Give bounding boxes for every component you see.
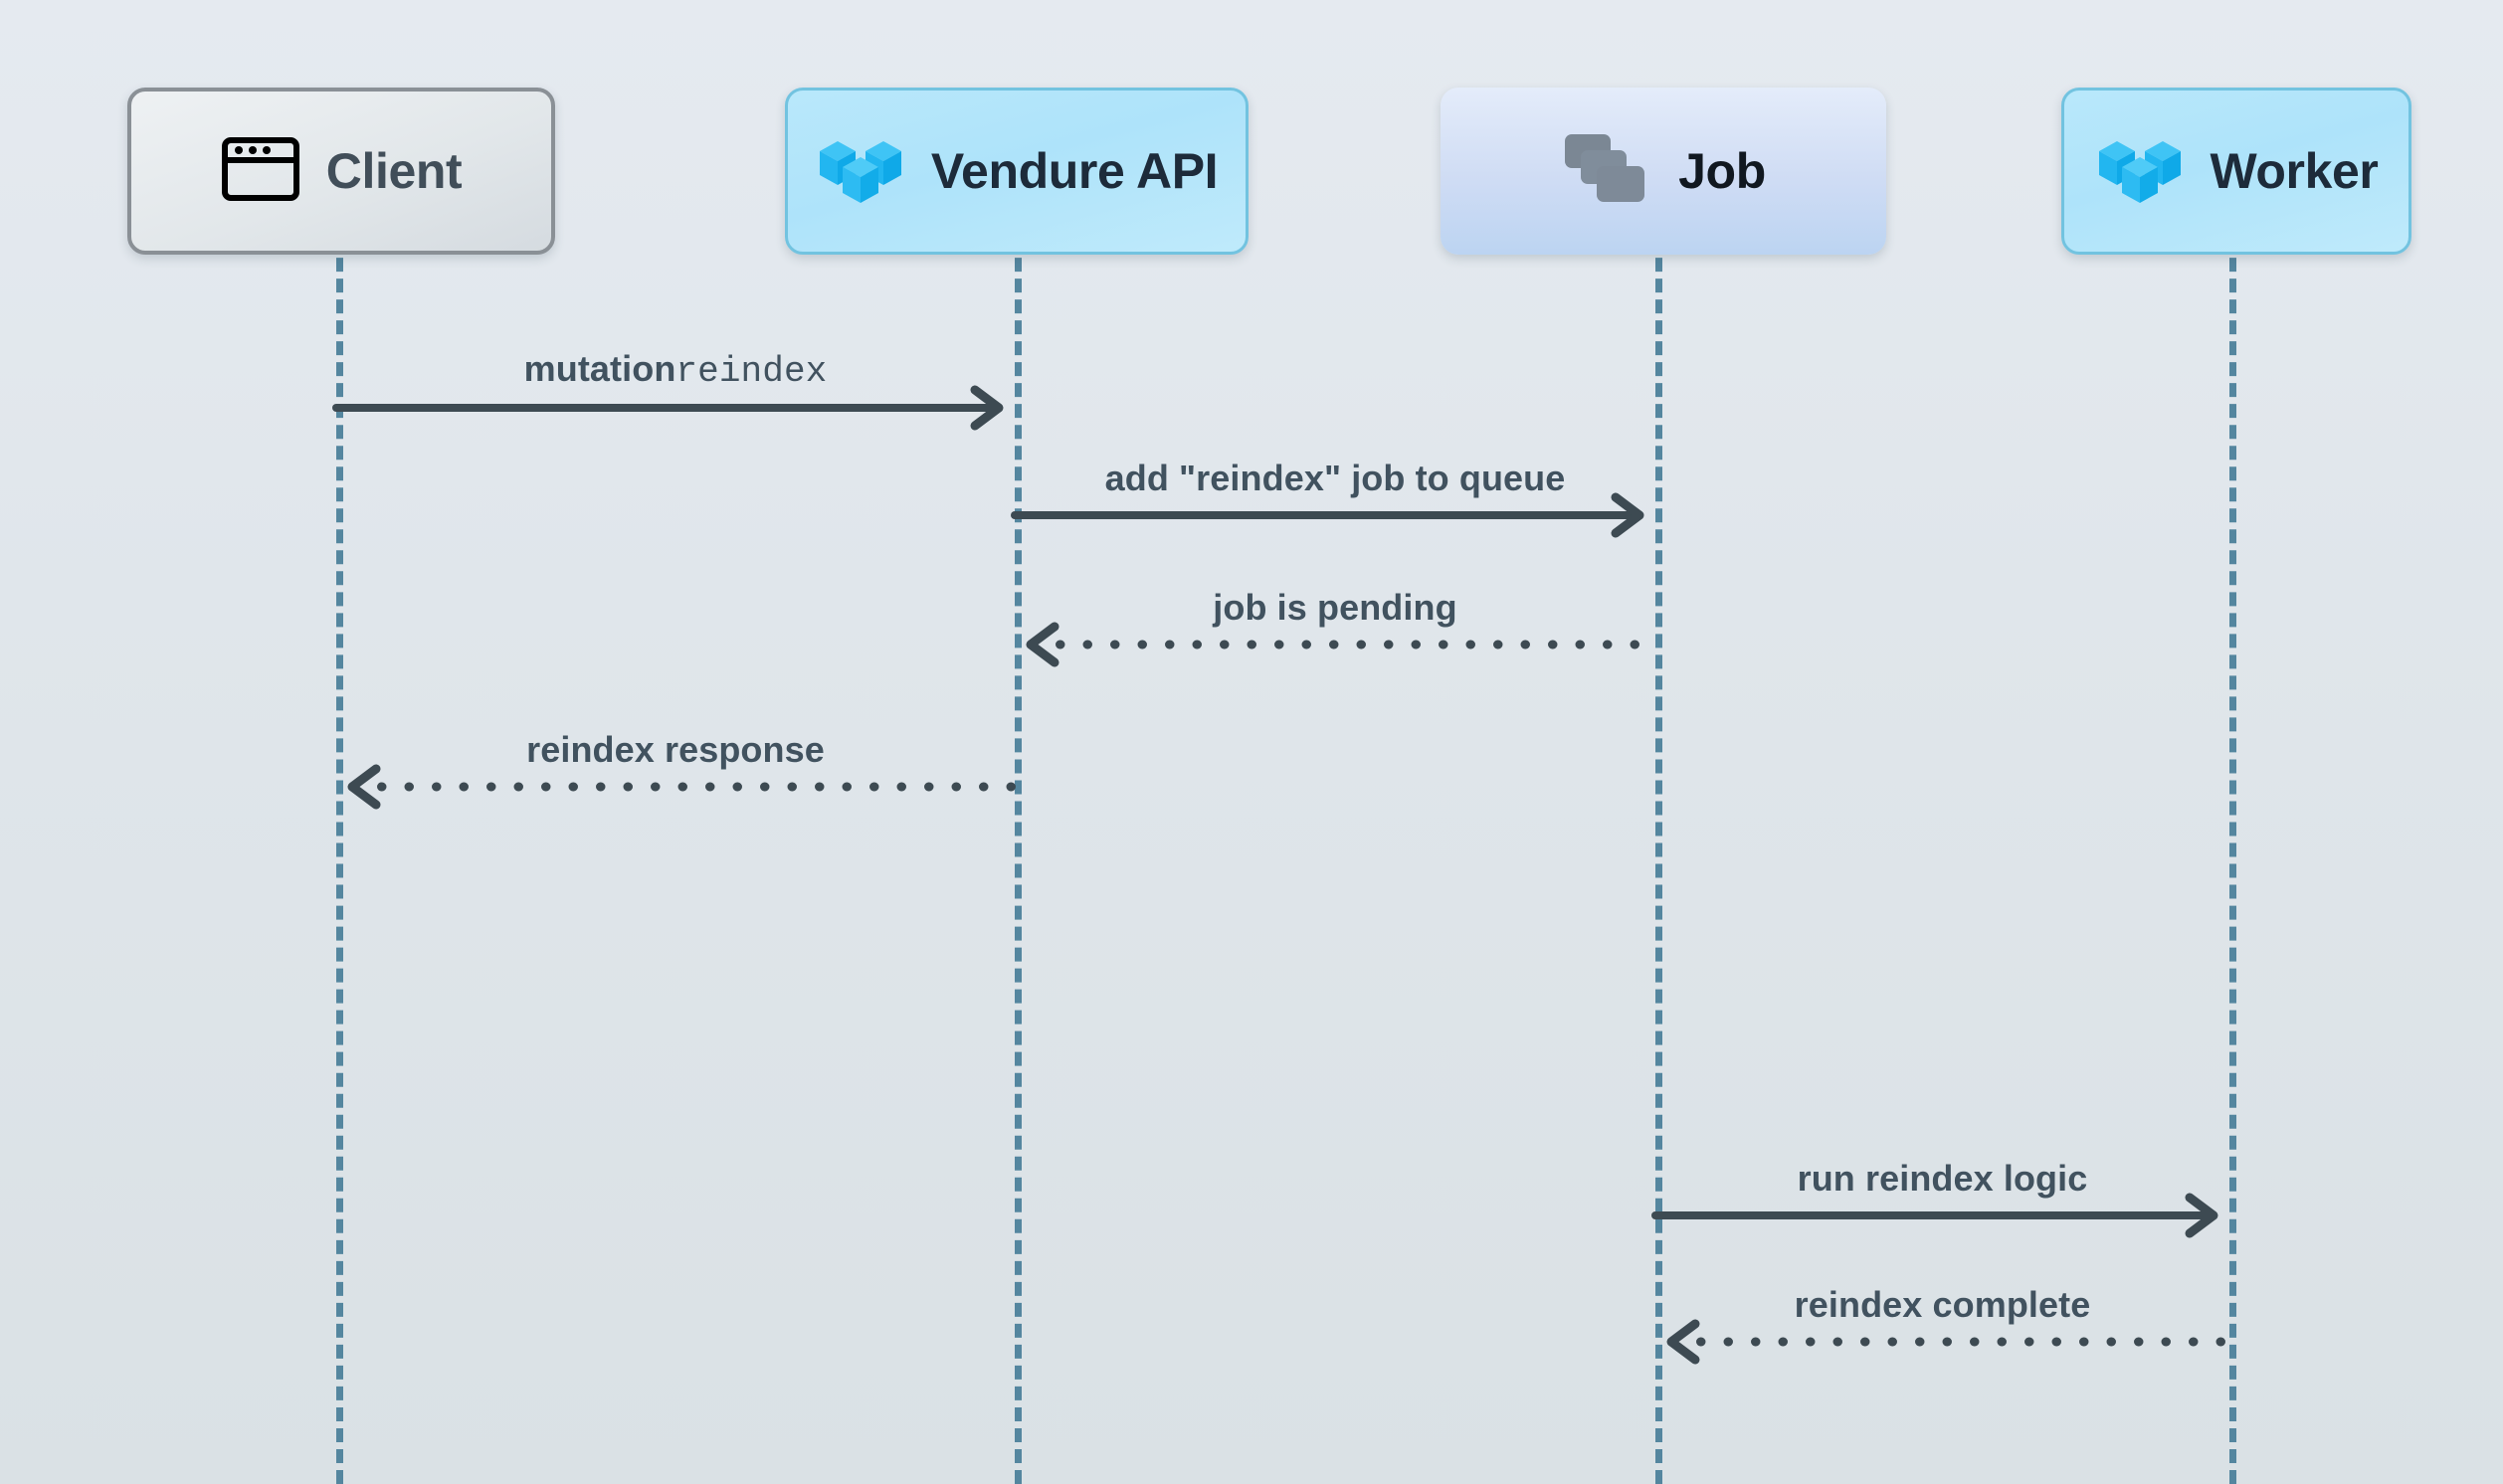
arrow-dotted-left [347,764,1020,810]
lifeline-job [1655,174,1662,1484]
lifeline-vendure-api [1015,174,1022,1484]
participant-label-client: Client [325,143,463,199]
arrow-dotted-left [1666,1319,2234,1365]
vendure-cubes-icon [816,129,905,214]
message-label-mutation-reindex: mutationreindex [336,348,1015,392]
participant-label-worker: Worker [2210,143,2379,199]
participant-job[interactable]: Job [1441,88,1886,255]
arrow-solid-right [1651,1193,2218,1238]
message-label-job-is-pending: job is pending [1213,587,1457,628]
participant-vendure-api[interactable]: Vendure API [785,88,1249,255]
arrow-dotted-left [1026,622,1660,667]
browser-window-icon [221,134,300,209]
participant-label-job: Job [1678,143,1766,199]
stacked-cards-icon [1561,130,1652,213]
participant-client[interactable]: Client [127,88,555,255]
message-label-run-reindex-logic: run reindex logic [1797,1158,2088,1199]
arrow-solid-right [1011,492,1644,538]
message-label-reindex-response: reindex response [526,729,825,770]
message-label-text: mutation [523,348,676,389]
arrow-solid-right [332,385,1004,431]
message-label-add-reindex-job-to-queue: add "reindex" job to queue [1104,458,1566,498]
vendure-cubes-icon [2095,129,2185,214]
lifeline-client [336,174,343,1484]
lifeline-worker [2229,174,2236,1484]
message-label-mono: reindex [675,351,828,392]
participant-worker[interactable]: Worker [2061,88,2411,255]
message-label-reindex-complete: reindex complete [1794,1284,2091,1325]
participant-label-vendure-api: Vendure API [930,143,1219,199]
